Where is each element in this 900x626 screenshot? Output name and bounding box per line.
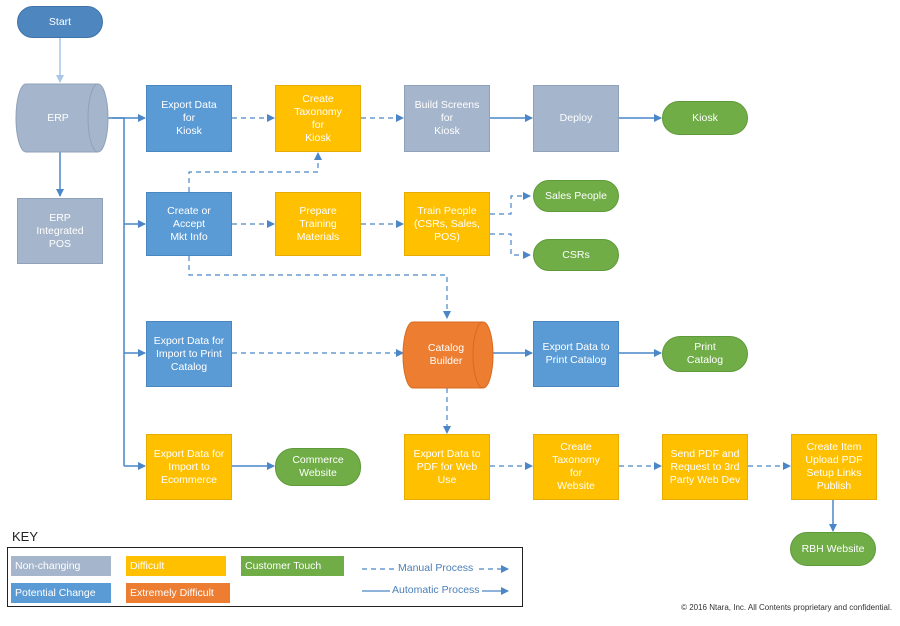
catalog-builder-node: Catalog Builder <box>427 342 465 367</box>
key-customer-touch: Customer Touch <box>241 556 344 576</box>
prepare-training-node: Prepare Training Materials <box>275 192 361 256</box>
export-ecommerce-node: Export Data for Import to Ecommerce <box>146 434 232 500</box>
key-potential-change: Potential Change <box>11 583 111 603</box>
export-data-kiosk-node: Export Data for Kiosk <box>146 85 232 152</box>
create-mkt-info-node: Create or Accept Mkt Info <box>146 192 232 256</box>
export-print-catalog-node: Export Data to Print Catalog <box>533 321 619 387</box>
kiosk-node: Kiosk <box>662 101 748 135</box>
key-automatic-process-label: Automatic Process <box>390 584 482 596</box>
copyright-text: © 2016 Ntara, Inc. All Contents propriet… <box>681 603 892 612</box>
key-non-changing: Non-changing <box>11 556 111 576</box>
send-pdf-node: Send PDF and Request to 3rd Party Web De… <box>662 434 748 500</box>
erp-integrated-pos-node: ERP Integrated POS <box>17 198 103 264</box>
start-node: Start <box>17 6 103 38</box>
key-manual-process-label: Manual Process <box>396 562 476 574</box>
export-print-import-node: Export Data for Import to Print Catalog <box>146 321 232 387</box>
create-item-node: Create Item Upload PDF Setup Links Publi… <box>791 434 877 500</box>
commerce-website-node: Commerce Website <box>275 448 361 486</box>
connector-erp-trunk <box>112 117 125 466</box>
connector-train-csrs <box>490 233 531 259</box>
catalog-builder-cylinder-shape <box>402 321 494 389</box>
erp-cylinder-shape <box>15 83 109 153</box>
erp-node: ERP <box>47 111 69 124</box>
key-legend <box>7 547 523 607</box>
key-extremely-difficult: Extremely Difficult <box>126 583 230 603</box>
deploy-node: Deploy <box>533 85 619 152</box>
build-screens-kiosk-node: Build Screens for Kiosk <box>404 85 490 152</box>
connector-mkt-catalog <box>188 256 451 319</box>
train-people-node: Train People (CSRs, Sales, POS) <box>404 192 490 256</box>
connector-mkt-taxonomy <box>188 152 322 192</box>
csrs-node: CSRs <box>533 239 619 271</box>
export-pdf-node: Export Data to PDF for Web Use <box>404 434 490 500</box>
create-taxonomy-kiosk-node: Create Taxonomy for Kiosk <box>275 85 361 152</box>
print-catalog-node: Print Catalog <box>662 336 748 372</box>
rbh-website-node: RBH Website <box>790 532 876 566</box>
connector-train-sales <box>490 192 531 215</box>
sales-people-node: Sales People <box>533 180 619 212</box>
create-taxonomy-website-node: Create Taxonomy for Website <box>533 434 619 500</box>
key-difficult: Difficult <box>126 556 226 576</box>
key-title: KEY <box>12 529 39 544</box>
